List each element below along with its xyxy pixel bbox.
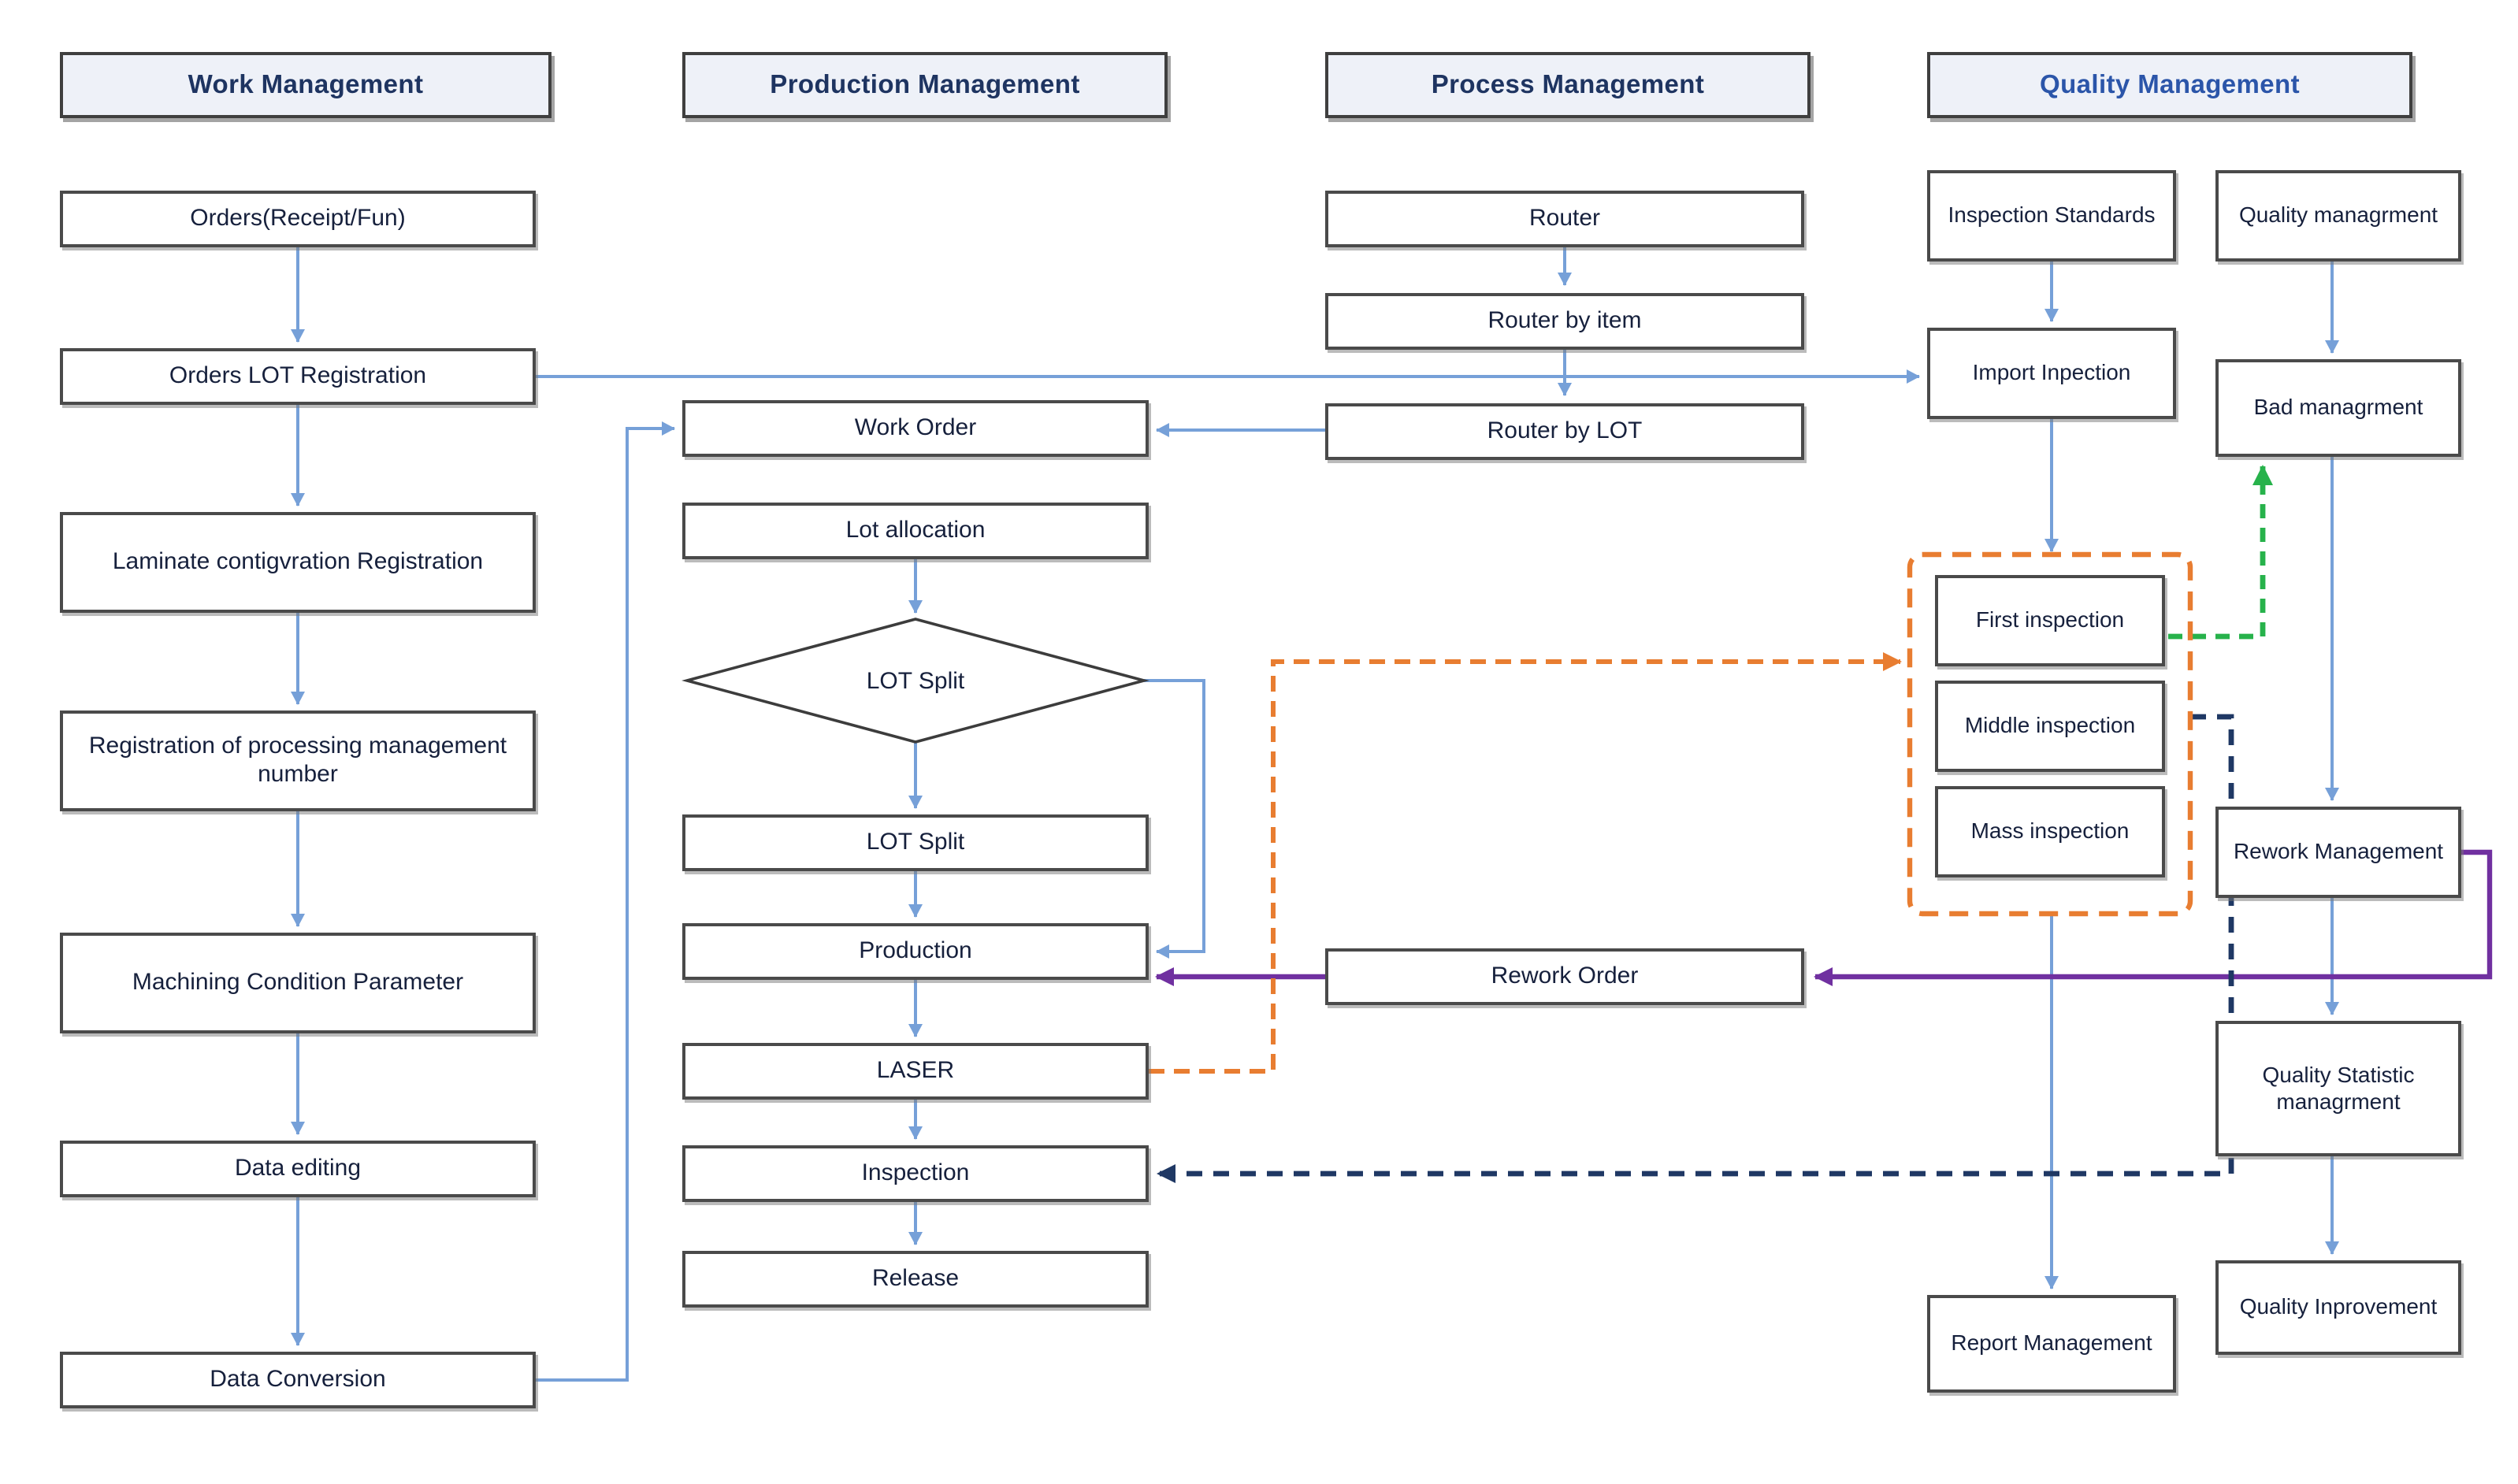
node-orders-lot-registration: Orders LOT Registration — [60, 348, 536, 405]
node-import-inpection: Import Inpection — [1927, 328, 2176, 419]
header-process-management: Process Management — [1325, 52, 1811, 118]
node-orders: Orders(Receipt/Fun) — [60, 191, 536, 247]
node-lot-split-decision-label: LOT Split — [866, 667, 965, 694]
node-lot-split: LOT Split — [682, 814, 1149, 871]
node-release: Release — [682, 1251, 1149, 1308]
header-quality-management: Quality Management — [1927, 52, 2412, 118]
node-quality-managrment: Quality managrment — [2215, 170, 2461, 262]
node-mass-inspection: Mass inspection — [1935, 786, 2165, 877]
node-first-inspection: First inspection — [1935, 575, 2165, 666]
header-production-management: Production Management — [682, 52, 1168, 118]
header-work-management: Work Management — [60, 52, 552, 118]
node-laminate-configuration: Laminate contigvration Registration — [60, 512, 536, 613]
node-processing-number: Registration of processing management nu… — [60, 710, 536, 811]
node-machining-condition: Machining Condition Parameter — [60, 933, 536, 1033]
flow-rework-management-to-rework-order — [1814, 849, 2493, 986]
node-middle-inspection: Middle inspection — [1935, 681, 2165, 772]
node-quality-inprovement: Quality Inprovement — [2215, 1260, 2461, 1355]
flow-lot-split-decision-loop-to-production — [1144, 679, 1205, 959]
node-router: Router — [1325, 191, 1804, 247]
node-report-management: Report Management — [1927, 1295, 2176, 1393]
node-inspection-standards: Inspection Standards — [1927, 170, 2176, 262]
flow-inspection-group-to-inspection — [1157, 714, 2234, 1183]
node-work-order: Work Order — [682, 400, 1149, 457]
flow-data-conversion-to-work-order — [536, 421, 675, 1382]
node-production: Production — [682, 923, 1149, 980]
node-laser: LASER — [682, 1043, 1149, 1100]
node-router-by-item: Router by item — [1325, 293, 1804, 350]
node-data-conversion: Data Conversion — [60, 1352, 536, 1408]
node-inspection: Inspection — [682, 1145, 1149, 1202]
lot-split-diamond — [681, 618, 1149, 744]
flow-first-inspection-to-bad-managrment — [2168, 465, 2273, 640]
node-router-by-lot: Router by LOT — [1325, 403, 1804, 460]
node-quality-statistic: Quality Statistic managrment — [2215, 1021, 2461, 1156]
node-data-editing: Data editing — [60, 1141, 536, 1197]
flow-laser-to-inspection-group — [1149, 652, 1902, 1074]
inspection-group-outline — [1907, 551, 2193, 917]
node-rework-order: Rework Order — [1325, 948, 1804, 1005]
node-rework-management: Rework Management — [2215, 807, 2461, 898]
node-lot-allocation: Lot allocation — [682, 503, 1149, 559]
node-bad-managrment: Bad managrment — [2215, 359, 2461, 457]
